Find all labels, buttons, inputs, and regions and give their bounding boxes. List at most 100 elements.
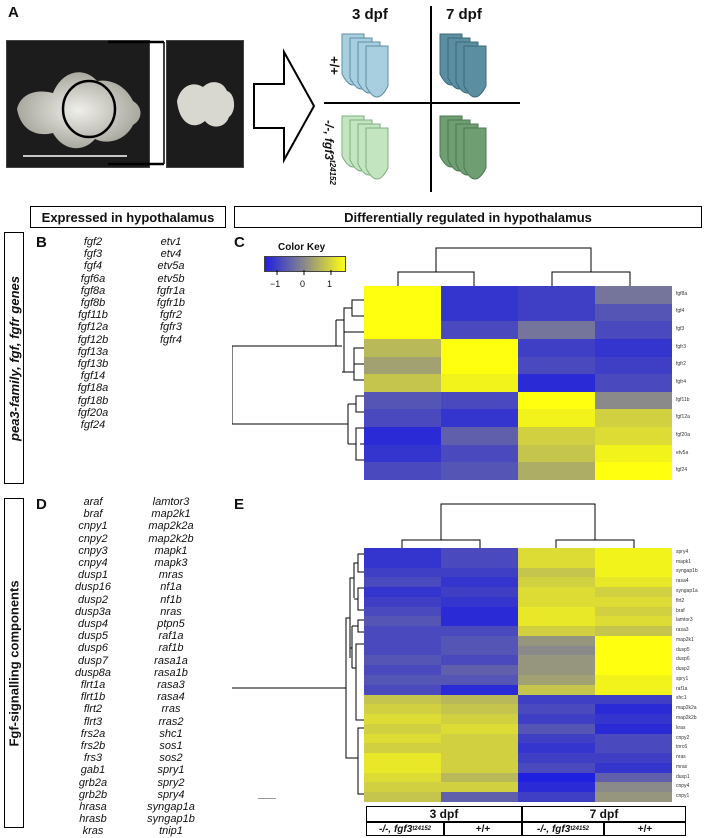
heatmap-cell	[595, 792, 672, 803]
gene-name: fgf12b	[77, 333, 109, 346]
heatmap-cell	[595, 427, 672, 446]
heatmap-cell	[364, 655, 441, 666]
tubes-wt-3dpf	[341, 33, 389, 98]
heatmap-cell	[595, 596, 672, 607]
color-key-tick: 1	[327, 279, 333, 289]
arrow-icon	[253, 48, 316, 164]
heatmap-row-label: nras	[676, 754, 686, 761]
dendrogram-rows-e	[232, 553, 364, 795]
group-label-7dpf: 7 dpf	[522, 806, 686, 822]
heatmap-cell	[441, 733, 518, 744]
gene-name: etv4	[160, 248, 182, 261]
heatmap-cell	[364, 635, 441, 646]
gene-name: dusp4	[78, 618, 108, 631]
heatmap-cell	[364, 577, 441, 588]
heatmap-cell	[595, 714, 672, 725]
group-label-3dpf: 3 dpf	[366, 806, 522, 822]
gene-name: fgf12a	[77, 321, 109, 334]
heatmap-cell	[441, 616, 518, 627]
heatmap-cell	[364, 286, 441, 304]
gene-name: cnpy3	[78, 544, 108, 557]
gene-name: araf	[83, 496, 103, 508]
heatmap-row-label: dusp5	[676, 646, 690, 653]
gene-name: cnpy2	[78, 532, 108, 545]
heatmap-cell	[595, 587, 672, 598]
gene-name: dusp16	[74, 581, 112, 594]
gene-name: cnpy4	[78, 557, 108, 570]
gene-name: fgf20a	[77, 406, 109, 419]
grid-horizontal-line	[324, 102, 520, 104]
heatmap-row-label: lamtor3	[676, 617, 693, 624]
dendrogram-columns-e	[401, 503, 635, 548]
heatmap-cell	[441, 303, 518, 322]
gene-name: fgf18a	[77, 382, 109, 395]
heatmap-row-label: flrt2	[676, 597, 685, 604]
sample-label-wt-7dpf: +/+	[604, 822, 686, 836]
heatmap-cell	[518, 577, 595, 588]
gene-name: dusp7	[78, 654, 108, 667]
heatmap-e	[364, 548, 672, 803]
gene-name: fgf18b	[77, 394, 109, 407]
heatmap-cell	[364, 391, 441, 410]
heatmap-cell	[595, 772, 672, 783]
heatmap-cell	[518, 462, 595, 481]
gene-name: gab1	[80, 764, 106, 777]
gene-name: lamtor3	[152, 496, 190, 508]
heatmap-cell	[595, 286, 672, 304]
heatmap-row-label: mras	[676, 763, 688, 770]
heatmap-row-label: cnpy2	[676, 734, 690, 741]
hypothalamus-image	[177, 82, 235, 127]
heatmap-cell	[441, 772, 518, 783]
heatmap-row-label: syngap1b	[676, 568, 698, 575]
heatmap-cell	[441, 626, 518, 637]
heatmap-row-label: dusp1	[676, 773, 690, 780]
heatmap-cell	[364, 626, 441, 637]
gene-name: map2k1	[151, 508, 191, 521]
gene-name: spry1	[157, 764, 185, 777]
heatmap-cell	[518, 286, 595, 304]
heatmap-cell	[595, 606, 672, 617]
gene-name: fgf11b	[78, 309, 108, 322]
heatmap-cell	[441, 743, 518, 754]
heatmap-cell	[518, 714, 595, 725]
gene-name: hrasb	[79, 813, 107, 826]
gene-name: flrt2	[83, 703, 103, 716]
heatmap-cell	[595, 743, 672, 754]
heatmap-cell	[364, 762, 441, 773]
panel-a-letter: A	[8, 4, 19, 21]
heatmap-cell	[441, 286, 518, 304]
heatmap-cell	[441, 596, 518, 607]
larva-brain-photo	[6, 40, 150, 168]
heatmap-cell	[441, 409, 518, 428]
heatmap-cell	[595, 723, 672, 734]
heatmap-cell	[595, 356, 672, 375]
heatmap-cell	[518, 356, 595, 375]
heatmap-cell	[595, 303, 672, 322]
gene-name: cnpy1	[78, 520, 108, 533]
heatmap-cell	[364, 772, 441, 783]
heatmap-cell	[518, 645, 595, 656]
heatmap-cell	[441, 714, 518, 725]
heatmap-cell	[364, 675, 441, 685]
tube-illustrations	[341, 33, 487, 180]
heatmap-cell	[518, 587, 595, 598]
heatmap-cell	[441, 782, 518, 793]
gene-name: rras	[161, 703, 181, 716]
gene-name: map2k2b	[148, 532, 194, 545]
gene-name: rras2	[158, 715, 184, 728]
heatmap-cell	[518, 567, 595, 578]
heatmap-cell	[595, 645, 672, 656]
heatmap-row-label: kras	[676, 724, 686, 731]
gene-name: braf	[83, 508, 103, 521]
heatmap-cell	[364, 462, 441, 481]
heatmap-cell	[441, 645, 518, 656]
gene-name: map2k2a	[148, 520, 194, 533]
gene-name: fgf8b	[80, 297, 106, 310]
heatmap-cell	[518, 635, 595, 646]
gene-name: syngap1a	[147, 801, 195, 814]
heatmap-row-label: tnrc6	[676, 744, 688, 751]
heatmap-cell	[364, 567, 441, 578]
gene-name: grb2a	[78, 776, 108, 789]
gene-name: etv1	[160, 236, 182, 248]
